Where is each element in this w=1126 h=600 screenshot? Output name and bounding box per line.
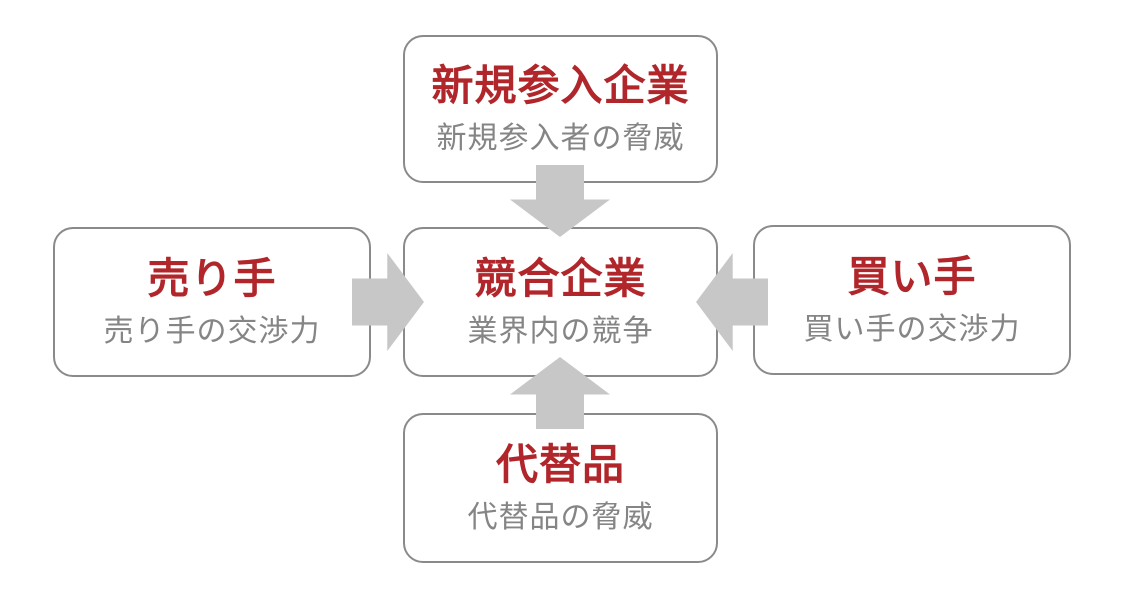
box-substitutes: 代替品 代替品の脅威 bbox=[403, 413, 718, 563]
box-new-entrants-title: 新規参入企業 bbox=[431, 62, 690, 110]
box-buyers: 買い手 買い手の交渉力 bbox=[753, 225, 1071, 375]
box-suppliers-subtitle: 売り手の交渉力 bbox=[103, 314, 321, 348]
box-buyers-subtitle: 買い手の交渉力 bbox=[803, 312, 1021, 346]
box-suppliers-title: 売り手 bbox=[147, 255, 277, 303]
box-rivalry-subtitle: 業界内の競争 bbox=[467, 314, 654, 348]
box-new-entrants-subtitle: 新規参入者の脅威 bbox=[436, 121, 685, 155]
box-new-entrants: 新規参入企業 新規参入者の脅威 bbox=[403, 35, 718, 183]
box-buyers-title: 買い手 bbox=[847, 253, 977, 301]
box-rivalry: 競合企業 業界内の競争 bbox=[403, 227, 718, 377]
box-suppliers: 売り手 売り手の交渉力 bbox=[53, 227, 371, 377]
box-substitutes-subtitle: 代替品の脅威 bbox=[467, 500, 654, 534]
box-rivalry-title: 競合企業 bbox=[474, 255, 647, 303]
box-substitutes-title: 代替品 bbox=[495, 441, 625, 489]
